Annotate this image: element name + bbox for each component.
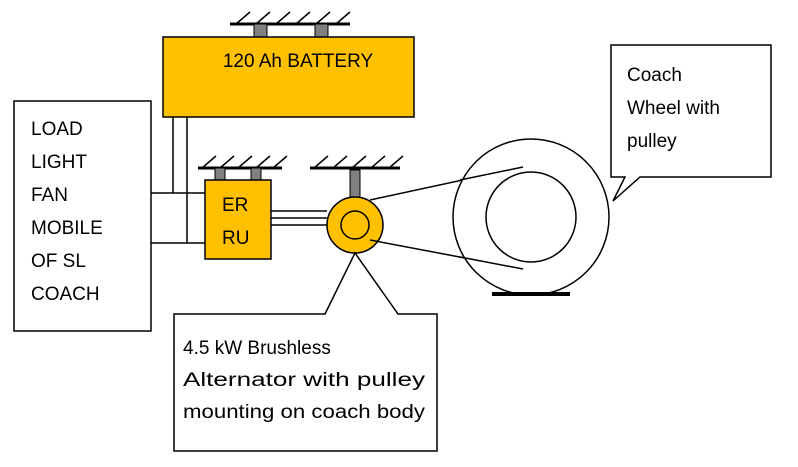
- wiring: [151, 117, 327, 244]
- regulator-label-line: ER: [222, 195, 248, 216]
- alternator-callout-line: 4.5 kW Brushless: [183, 338, 331, 359]
- load-box-border: [13, 100, 152, 332]
- alternator-mount-hatch: [313, 155, 404, 169]
- coach-wheel-pulley: [485, 171, 577, 263]
- battery-terminal-right: [314, 23, 329, 38]
- alternator-mount-post: [349, 169, 361, 198]
- alternator-callout-line: mounting on coach body: [183, 402, 426, 423]
- wheel-callout-line: Wheel with: [627, 98, 720, 119]
- battery-mount-hatch: [235, 11, 351, 25]
- alternator-pulley: [340, 210, 370, 240]
- alternator-callout-line: Alternator with pulley: [183, 370, 426, 391]
- wheel-callout-bubble: [610, 44, 772, 202]
- alternator: [310, 155, 404, 254]
- regulator: ER RU: [198, 155, 288, 260]
- regulator-terminal-right: [250, 167, 262, 181]
- alternator-callout-bubble: [173, 251, 438, 452]
- regulator-label-line: RU: [222, 228, 249, 249]
- battery-body: [162, 36, 415, 118]
- battery: 120 Ah BATTERY: [162, 11, 415, 118]
- battery-terminal-left: [253, 23, 268, 38]
- regulator-mount-hatch: [201, 155, 288, 169]
- battery-label: 120 Ah BATTERY: [223, 51, 374, 72]
- load-line: OF SL: [31, 251, 86, 272]
- wheel-callout: Coach Wheel with pulley: [610, 44, 772, 202]
- wheel-callout-line: pulley: [627, 131, 677, 152]
- load-box: LOAD LIGHT FAN MOBILE OF SL COACH: [13, 100, 152, 332]
- load-line: MOBILE: [31, 218, 103, 239]
- wheel-callout-line: Coach: [627, 65, 682, 86]
- load-line: COACH: [31, 284, 100, 305]
- load-line: LIGHT: [31, 152, 87, 173]
- regulator-body: [204, 179, 272, 260]
- coach-wheel: [452, 138, 610, 296]
- load-line: FAN: [31, 185, 68, 206]
- load-line: LOAD: [31, 119, 83, 140]
- regulator-terminal-left: [214, 167, 226, 181]
- alternator-callout: 4.5 kW Brushless Alternator with pulley …: [173, 251, 438, 452]
